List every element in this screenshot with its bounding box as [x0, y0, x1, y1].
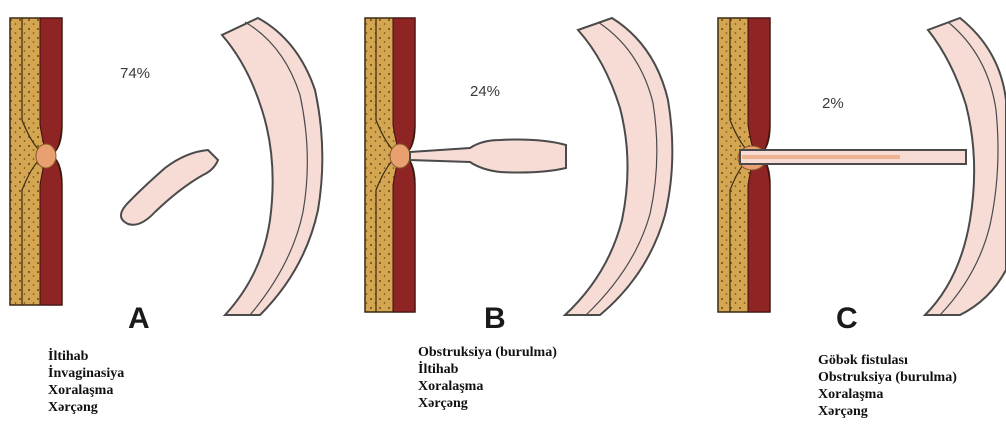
caption-b: Obstruksiya (burulma) İltihab Xoralaşma …	[418, 344, 557, 412]
panel-letter-c: C	[836, 302, 858, 335]
cause-item: İnvaginasiya	[48, 365, 124, 382]
panel-letter-a: A	[128, 302, 150, 335]
panel-b: 24% B	[365, 18, 672, 335]
intestine-a	[222, 18, 322, 315]
intestine-b	[565, 18, 672, 315]
percentage-b: 24%	[470, 83, 500, 100]
fibrous-band-b	[410, 140, 566, 173]
panel-a: 74% A	[10, 18, 322, 335]
percentage-a: 74%	[120, 65, 150, 82]
cause-item: Xərçəng	[418, 395, 557, 412]
panel-letter-b: B	[484, 302, 506, 335]
cause-item: İltihab	[48, 348, 124, 365]
cause-item: Xoralaşma	[48, 382, 124, 399]
abdominal-wall-a	[10, 18, 62, 305]
cause-item: Obstruksiya (burulma)	[818, 369, 957, 386]
panel-c: 2% C	[718, 18, 1006, 335]
intestine-c	[925, 18, 1006, 315]
cause-item: Xərçəng	[818, 403, 957, 420]
diverticulum-a	[121, 150, 218, 225]
cause-item: Xoralaşma	[418, 378, 557, 395]
cause-item: Göbək fistulası	[818, 352, 957, 369]
percentage-c: 2%	[822, 95, 844, 112]
fistula-duct-c	[740, 150, 966, 164]
cause-item: Xoralaşma	[818, 386, 957, 403]
abdominal-wall-b	[365, 18, 415, 312]
cause-item: Obstruksiya (burulma)	[418, 344, 557, 361]
caption-c: Göbək fistulası Obstruksiya (burulma) Xo…	[818, 352, 957, 420]
cause-item: Xərçəng	[48, 399, 124, 416]
cause-item: İltihab	[418, 361, 557, 378]
caption-a: İltihab İnvaginasiya Xoralaşma Xərçəng	[48, 348, 124, 416]
